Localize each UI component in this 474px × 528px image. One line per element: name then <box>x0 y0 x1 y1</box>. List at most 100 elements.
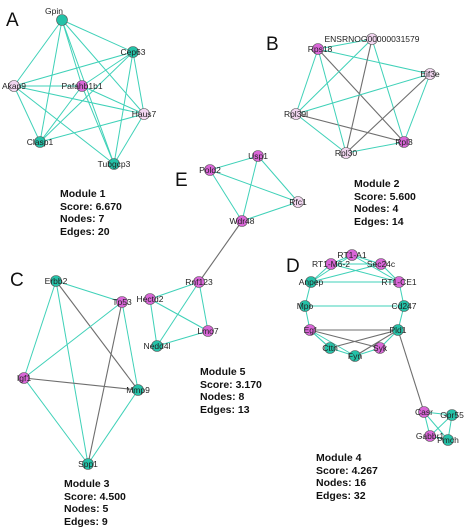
module-1-edge <box>39 19 63 143</box>
module-4-node-label: RT1-A1 <box>337 250 366 260</box>
module-2-edge <box>371 38 405 143</box>
module-4-node <box>418 406 430 418</box>
module-1-node <box>108 158 120 170</box>
module-1-node <box>56 14 68 26</box>
module-2-node-label: Rpl39l <box>284 109 308 119</box>
module-3-node-label: Igf1 <box>17 373 31 383</box>
module-5-nodes: Nodes: 8 <box>200 391 245 403</box>
module-4-node <box>424 430 436 442</box>
module-5-edge <box>149 298 158 347</box>
module-2-edge <box>295 113 347 154</box>
module-4-node-label: Pmch <box>437 435 459 445</box>
module-2-node <box>424 68 436 80</box>
module-3-edges: Edges: 9 <box>64 515 108 528</box>
module-4-edge <box>423 411 449 441</box>
module-1-edge <box>13 85 41 143</box>
module-4-edge <box>354 329 399 357</box>
module-4-title: Module 4 <box>316 452 362 464</box>
module-2-node <box>366 33 378 45</box>
module-5-node-label: Pold2 <box>199 165 221 175</box>
module-4-node-label: Casr <box>415 407 433 417</box>
module-1-nodes: Nodes: 7 <box>60 213 105 225</box>
module-2-node <box>290 108 302 120</box>
panel-letter-c: C <box>10 270 24 291</box>
module-1-edge <box>13 85 145 115</box>
module-1-edge <box>61 19 134 53</box>
module-4-node-label: Mpo <box>297 301 314 311</box>
module-5-node-label: Rfc1 <box>289 197 307 207</box>
module-1-edge <box>81 85 115 165</box>
module-2-score: Score: 5.600 <box>354 190 416 203</box>
module-2-node <box>340 147 352 159</box>
module-1-edge <box>39 113 145 143</box>
module-5-edge <box>149 298 209 332</box>
module-1-edge <box>13 85 115 165</box>
module-3-score: Score: 4.500 <box>64 490 126 503</box>
module-5-node-label: Hectd2 <box>137 294 164 304</box>
module-4-node <box>442 434 454 446</box>
module-4-node <box>304 324 316 336</box>
module-5-node <box>193 276 205 288</box>
module-4-nodes: Nodes: 16 <box>316 477 367 489</box>
module-4-node-label: RT1-M6-2 <box>312 259 350 269</box>
module-5-node <box>236 215 248 227</box>
module-2-stats: Module 2 Score: 5.600 Nodes: 4 Edges: 14 <box>354 178 416 228</box>
module-3-node <box>116 296 128 308</box>
module-3-node-label: Erbb2 <box>45 276 68 286</box>
module-5-title: Module 5 <box>200 366 246 378</box>
module-3-title: Module 3 <box>64 478 110 490</box>
module-3-stats: Module 3 Score: 4.500 Nodes: 5 Edges: 9 <box>64 478 126 528</box>
module-4-node-label: Syk <box>373 343 388 353</box>
module-1-node-label: Gpin <box>45 6 63 16</box>
module-1-node-label: Pafahb1b1 <box>61 81 102 91</box>
module-4-node <box>446 409 458 421</box>
module-5-node-label: Usp1 <box>248 151 268 161</box>
module-2-edge <box>317 38 373 50</box>
module-1-node <box>127 46 139 58</box>
module-1-edge <box>113 113 145 165</box>
module-5-node <box>202 325 214 337</box>
module-2-nodes: Nodes: 4 <box>354 203 399 215</box>
module-1-node <box>34 136 46 148</box>
module-2-node-label: Eif3e <box>420 69 440 79</box>
module-1-node <box>76 80 88 92</box>
module-5-node <box>252 150 264 162</box>
module-5-node-label: Wdr48 <box>229 216 254 226</box>
module-1-node <box>138 108 150 120</box>
module-5-edge <box>241 201 299 222</box>
module-5-edge <box>198 281 209 332</box>
module-1-edge <box>61 19 115 165</box>
module-4-edge <box>351 254 400 283</box>
module-3-edge <box>87 389 139 465</box>
module-4-node-label: Gpr55 <box>440 410 464 420</box>
module-2-node <box>398 136 410 148</box>
module-1-node-label: Akap9 <box>2 81 26 91</box>
module-3-edge <box>87 301 123 465</box>
module-1-edge <box>132 51 145 115</box>
module-1-score: Score: 6.670 <box>60 200 122 213</box>
module-5-node <box>292 196 304 208</box>
module-3-node-label: Tp53 <box>112 297 132 307</box>
module-1-stats: Module 1 Score: 6.670 Nodes: 7 Edges: 20 <box>60 188 122 238</box>
module-1-edge <box>81 85 145 115</box>
module-3-edge <box>55 280 123 303</box>
module-4-node-label: Sec24c <box>367 259 396 269</box>
module-5-stats: Module 5 Score: 3.170 Nodes: 8 Edges: 13 <box>200 366 262 416</box>
panel-letter-a: A <box>6 10 19 31</box>
module-5-node-label: Rnf123 <box>185 277 213 287</box>
module-2-node-label: ENSRNOG00000031579 <box>325 34 420 44</box>
module-4-score: Score: 4.267 <box>316 464 378 477</box>
module-5-edges: Edges: 13 <box>200 403 250 416</box>
module-2-edge <box>345 141 405 154</box>
panel-letter-e: E <box>175 170 188 191</box>
module-3-node-label: Spp1 <box>78 459 98 469</box>
module-2-edge <box>317 48 347 154</box>
module-3-edge <box>121 301 139 391</box>
module-2-edge <box>295 73 431 115</box>
module-2-title: Module 2 <box>354 178 400 190</box>
module-4-node <box>349 350 361 362</box>
module-4-edges: Edges: 32 <box>316 489 366 502</box>
module-5-edge <box>149 281 200 300</box>
panel-letter-d: D <box>286 256 300 277</box>
